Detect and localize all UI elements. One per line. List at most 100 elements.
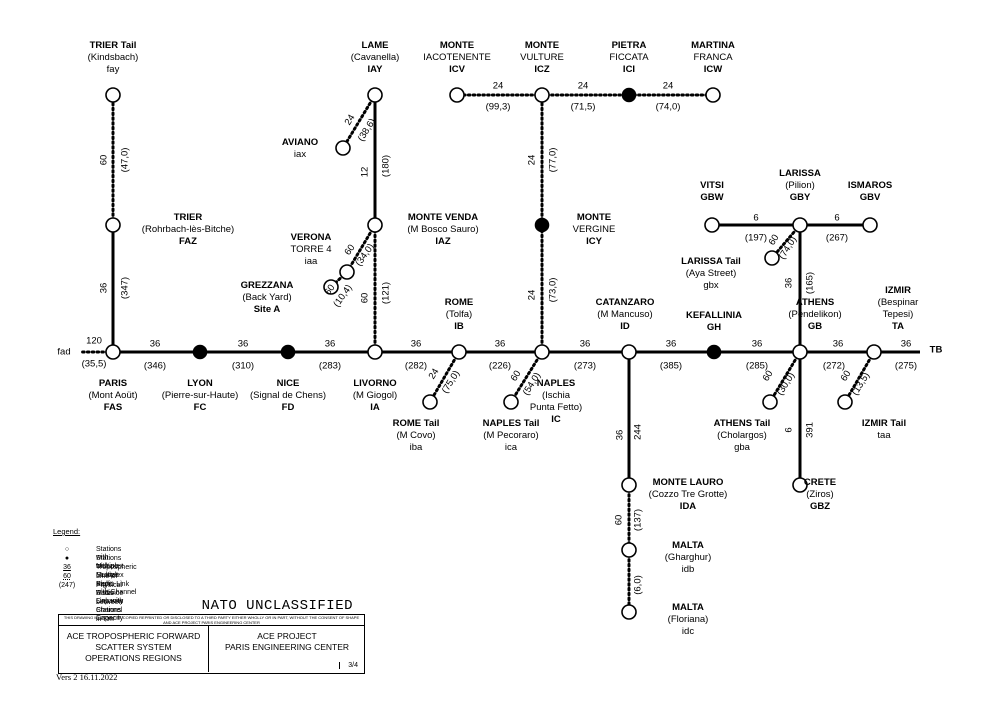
station-name: TRIER Tail xyxy=(89,40,137,51)
link-distance-label: (99,3) xyxy=(485,101,511,113)
station-label-rome-tail: ROME Tail(M Covo)iba xyxy=(393,418,440,454)
link-distance-label: 391 xyxy=(804,422,816,438)
station-name: MONTE xyxy=(576,212,612,223)
station-detail: (Pendelikon) xyxy=(788,309,842,320)
station-name: PIETRA xyxy=(611,40,647,51)
link-capacity-label: 6 xyxy=(753,212,759,224)
station-node-lyon xyxy=(192,344,208,360)
station-label-monte-lauro: MONTE LAURO(Cozzo Tre Grotte)IDA xyxy=(649,477,728,513)
station-detail: FRANCA xyxy=(693,52,733,63)
legend-item: (247) Physical Distance between Stations … xyxy=(53,581,123,623)
station-label-malta-floriana: MALTA(Floriana)idc xyxy=(668,602,709,638)
station-name: MALTA xyxy=(672,540,704,551)
station-detail: (M Covo) xyxy=(396,430,436,441)
station-label-athens: ATHENS(Pendelikon)GB xyxy=(788,297,841,333)
station-label-malta-gharghur: MALTA(Gharghur)idb xyxy=(665,540,711,576)
station-node-grezzana xyxy=(323,279,339,295)
link-distance-label: (71,5) xyxy=(570,101,596,113)
station-name: MONTE LAURO xyxy=(652,477,724,488)
station-node-athens xyxy=(792,344,808,360)
legend-symbol: (247) xyxy=(58,581,76,589)
link-capacity-label: 24 xyxy=(526,289,538,301)
station-name: MONTE xyxy=(524,40,560,51)
station-label-monte-venda: MONTE VENDA(M Bosco Sauro)IAZ xyxy=(407,212,478,248)
link-distance-label: (121) xyxy=(380,281,392,305)
station-detail: TORRE 4 xyxy=(290,244,332,255)
link-distance-label: (275) xyxy=(894,360,918,372)
station-detail: GBZ xyxy=(809,501,831,512)
station-node-malta-floriana xyxy=(621,604,637,620)
station-detail: (Cholargos) xyxy=(717,430,767,441)
legend-symbol: 36 xyxy=(63,563,71,571)
station-detail: (Bespinar xyxy=(877,297,919,308)
legend-symbol: 60 xyxy=(63,572,71,580)
station-label-lame: LAME(Cavanella)IAY xyxy=(351,40,400,76)
station-detail: IAY xyxy=(367,64,383,75)
drawing-title-line: ACE TROPOSPHERIC FORWARD xyxy=(66,631,201,641)
station-label-naples-tail: NAPLES Tail(M Pecoraro)ica xyxy=(483,418,540,454)
station-name: KEFALLINIA xyxy=(686,310,742,321)
link-distance-label: (137) xyxy=(632,508,644,532)
station-detail: taa xyxy=(877,430,891,441)
station-detail: (Aya Street) xyxy=(685,268,737,279)
legend-symbol: ○ xyxy=(64,545,70,553)
station-node-malta-gharghur xyxy=(621,542,637,558)
issuer-line: PARIS ENGINEERING CENTER xyxy=(224,642,350,652)
drawing-title: ACE TROPOSPHERIC FORWARD SCATTER SYSTEM … xyxy=(59,626,209,672)
station-name: NICE xyxy=(276,378,300,389)
link-capacity-label: 36 xyxy=(494,338,506,350)
station-detail: VULTURE xyxy=(520,52,564,63)
station-node-naples-tail xyxy=(503,394,519,410)
station-detail: FAS xyxy=(103,402,123,413)
link-distance-label: (346) xyxy=(143,360,167,372)
station-detail: ICV xyxy=(449,64,465,75)
link-capacity-label: 36 xyxy=(783,277,795,289)
station-label-livorno: LIVORNO(M Giogol)IA xyxy=(353,378,397,414)
link-distance-label: (385) xyxy=(659,360,683,372)
station-detail: GH xyxy=(706,322,722,333)
station-detail: (Rohrbach-lès-Bitche) xyxy=(141,224,235,235)
station-label-rome: ROME(Tolfa)IB xyxy=(445,297,474,333)
station-detail: (Cavanella) xyxy=(350,52,400,63)
link-distance-label: (267) xyxy=(825,232,849,244)
station-name: MARTINA xyxy=(691,40,735,51)
legend-text: Physical Distance between Stations in Km xyxy=(96,581,124,623)
title-block: NATO UNCLASSIFIED THIS DRAWING MUST NOT … xyxy=(58,598,365,674)
terminal-tb-label: TB xyxy=(929,344,943,356)
link-capacity-label: 24 xyxy=(577,80,589,92)
station-detail: (Tolfa) xyxy=(445,309,473,320)
station-label-lyon: LYON(Pierre-sur-Haute)FC xyxy=(162,378,239,414)
station-node-kefallinia xyxy=(706,344,722,360)
link-distance-label: (180) xyxy=(380,154,392,178)
station-label-athens-tail: ATHENS Tail(Cholargos)gba xyxy=(714,418,771,454)
link-distance-label: (6,0) xyxy=(632,575,644,595)
station-detail: gbx xyxy=(703,280,719,291)
station-name: LIVORNO xyxy=(353,378,397,389)
station-detail: IB xyxy=(454,321,464,332)
station-node-trier-tail xyxy=(105,87,121,103)
link-capacity-label: 24 xyxy=(526,154,538,166)
station-detail: (Gharghur) xyxy=(664,552,712,563)
station-node-martina-franca xyxy=(705,87,721,103)
station-detail: GBV xyxy=(859,192,881,203)
station-name: ATHENS Tail xyxy=(713,418,771,429)
station-name: PARIS xyxy=(98,378,128,389)
station-detail: (Pierre-sur-Haute) xyxy=(161,390,239,401)
station-label-trier: TRIER(Rohrbach-lès-Bitche)FAZ xyxy=(142,212,234,248)
station-detail: (Back Yard) xyxy=(242,292,292,303)
station-detail: FAZ xyxy=(179,236,197,247)
classification-label: NATO UNCLASSIFIED xyxy=(201,598,353,614)
station-label-nice: NICE(Signal de Chens)FD xyxy=(250,378,326,414)
station-detail: FICCATA xyxy=(609,52,649,63)
station-node-naples xyxy=(534,344,550,360)
legend-title: Legend: xyxy=(53,527,81,536)
line-of-sight-link xyxy=(509,350,544,404)
station-detail: ica xyxy=(504,442,518,453)
terminal-fad-label: fad xyxy=(57,346,71,358)
station-node-crete xyxy=(792,477,808,493)
